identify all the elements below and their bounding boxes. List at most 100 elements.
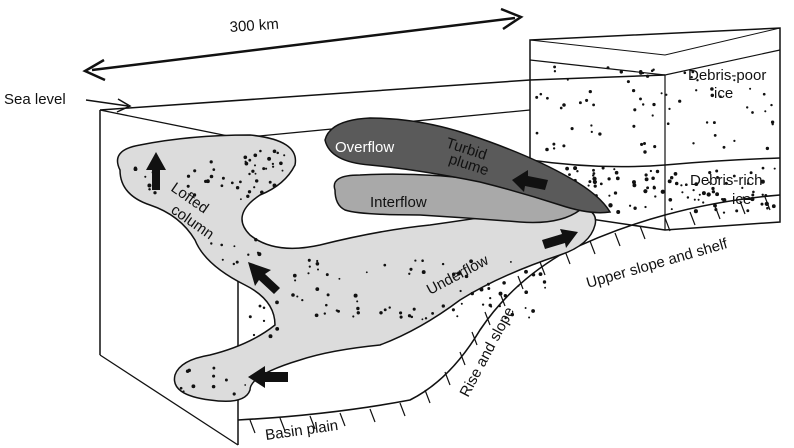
stipple-dot: [276, 152, 278, 154]
stipple-dot: [607, 66, 610, 69]
stipple-dot: [301, 299, 303, 301]
stipple-dot: [608, 203, 612, 207]
stipple-dot: [668, 198, 672, 202]
stipple-dot: [692, 142, 694, 144]
stipple-dot: [614, 191, 617, 194]
stipple-dot: [255, 179, 258, 182]
stipple-dot: [490, 306, 492, 308]
stipple-dot: [248, 159, 251, 162]
stipple-dot: [751, 111, 754, 114]
stipple-dot: [253, 334, 255, 336]
stipple-dot: [324, 312, 326, 314]
stipple-dot: [668, 179, 672, 183]
stipple-dot: [746, 106, 748, 108]
stipple-dot: [379, 311, 382, 314]
stipple-dot: [531, 309, 535, 313]
stipple-dot: [646, 186, 649, 189]
stipple-dot: [733, 140, 735, 142]
stipple-dot: [259, 150, 262, 153]
stipple-dot: [573, 166, 577, 170]
stipple-dot: [763, 93, 766, 96]
stipple-dot: [707, 192, 711, 196]
stipple-dot: [240, 198, 242, 200]
stipple-dot: [210, 160, 213, 163]
stipple-dot: [225, 379, 228, 382]
stipple-dot: [774, 168, 776, 170]
stipple-dot: [683, 71, 686, 74]
stipple-dot: [674, 172, 678, 176]
stipple-dot: [231, 182, 234, 185]
stipple-dot: [591, 131, 593, 133]
stipple-dot: [692, 189, 694, 191]
stipple-dot: [540, 93, 543, 96]
seafloor-tick: [472, 332, 477, 345]
stipple-dot: [616, 177, 620, 181]
stipple-dot: [565, 167, 569, 171]
stipple-dot: [212, 367, 215, 370]
upper-slope-label: Upper slope and shelf: [584, 235, 730, 292]
stipple-dot: [668, 108, 670, 110]
stipple-dot: [421, 259, 424, 262]
stipple-dot: [620, 70, 623, 73]
stipple-dot: [661, 190, 665, 194]
seafloor-tick: [590, 241, 595, 254]
stipple-dot: [633, 207, 636, 210]
stipple-dot: [210, 175, 214, 179]
stipple-dot: [762, 167, 765, 170]
stipple-dot: [239, 181, 242, 184]
stipple-dot: [546, 97, 549, 100]
stipple-dot: [772, 204, 776, 208]
debris-rich-label: Debris-rich: [690, 172, 763, 189]
stipple-dot: [269, 334, 273, 338]
stipple-dot: [260, 191, 264, 195]
stipple-dot: [233, 392, 236, 395]
stipple-dot: [536, 132, 539, 135]
stipple-dot: [356, 307, 359, 310]
stipple-dot: [608, 195, 610, 197]
stipple-dot: [413, 308, 416, 311]
stipple-dot: [366, 271, 368, 273]
stipple-dot: [254, 164, 256, 166]
stipple-dot: [694, 199, 696, 201]
stipple-dot: [598, 132, 601, 135]
scale-label: 300 km: [229, 16, 279, 36]
stipple-dot: [316, 260, 318, 262]
stipple-dot: [675, 182, 679, 186]
stipple-dot: [702, 191, 706, 195]
stipple-dot: [665, 94, 667, 96]
stipple-dot: [317, 268, 319, 270]
stipple-dot: [643, 150, 646, 153]
stipple-dot: [325, 304, 328, 307]
stipple-dot: [222, 259, 224, 261]
stipple-dot: [442, 304, 445, 307]
stipple-dot: [246, 195, 249, 198]
stipple-dot: [602, 166, 605, 169]
stipple-dot: [699, 194, 701, 196]
stipple-dot: [309, 265, 311, 267]
debris-poor-label-2: ice: [714, 85, 733, 102]
stipple-dot: [248, 173, 250, 175]
stipple-dot: [643, 142, 646, 145]
stipple-dot: [715, 192, 719, 196]
stipple-dot: [400, 316, 403, 319]
stipple-dot: [425, 317, 427, 319]
stipple-dot: [589, 90, 592, 93]
stipple-dot: [431, 312, 434, 315]
stipple-dot: [273, 184, 277, 188]
stipple-dot: [293, 274, 297, 278]
stipple-dot: [615, 171, 619, 175]
stipple-dot: [414, 260, 416, 262]
stipple-dot: [212, 168, 215, 171]
stipple-dot: [600, 183, 603, 186]
stipple-dot: [504, 294, 507, 297]
stipple-dot: [627, 80, 630, 83]
stipple-dot: [212, 385, 216, 389]
stipple-dot: [259, 305, 262, 308]
stipple-dot: [296, 295, 298, 297]
scale-arrow: [85, 9, 521, 80]
stipple-dot: [308, 259, 311, 262]
stipple-dot: [352, 315, 354, 317]
stipple-dot: [678, 100, 681, 103]
stipple-dot: [713, 121, 716, 124]
